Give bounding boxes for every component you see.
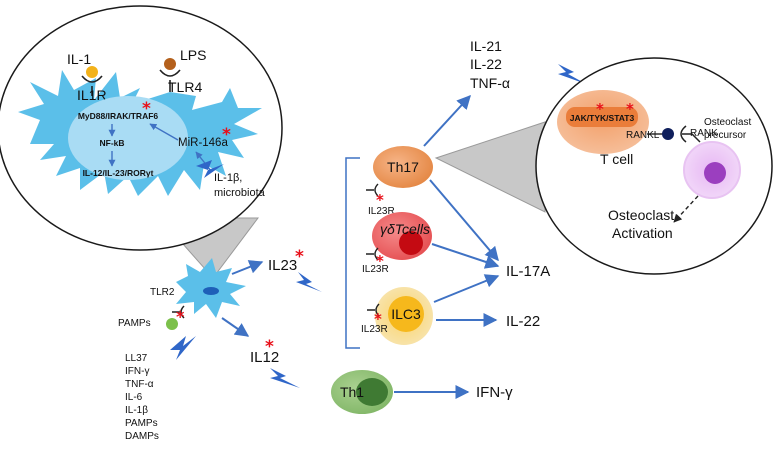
arrow-th17-cytokines: [423, 94, 471, 147]
right-inset-cone: [434, 121, 546, 213]
gd-label: γδTcells: [380, 221, 430, 237]
rank-receptor-icon: [680, 125, 701, 143]
ilc3-label: ILC3: [391, 306, 421, 322]
il23r-label: IL23R: [368, 206, 395, 217]
jak-stat-band: [566, 107, 638, 127]
th17-label: Th17: [387, 159, 419, 175]
red-asterisk-icon: *: [376, 252, 384, 270]
red-asterisk-icon: *: [374, 310, 382, 328]
th17-output-item: IL-22: [470, 56, 502, 72]
ilc3-nucleus: [388, 296, 424, 332]
gamma-delta-t-cell: γδTcells IL23R *: [362, 212, 432, 275]
tlr2-receptor-icon: [172, 305, 185, 319]
precursor-label: Osteoclast: [704, 117, 751, 128]
arrow-precursor-activation: [673, 195, 699, 223]
right-inset: JAK/TYK/STAT3 * * RANKL RANK T cell Oste…: [434, 57, 773, 275]
th17-cell: Th17 IL23R *: [366, 146, 433, 217]
arrow-gd-il17a: [431, 243, 500, 269]
mir146a-label: MiR-146a: [178, 137, 228, 149]
activation-label: Activation: [612, 225, 673, 241]
lightning-bolt-icon: [558, 64, 586, 84]
precursor-label: precursor: [704, 130, 747, 141]
stimulus-item: PAMPs: [125, 418, 158, 429]
red-asterisk-icon: *: [376, 191, 384, 209]
il1r-receptor-icon: [81, 75, 103, 96]
inset-nucleus: [68, 96, 188, 180]
ilc3-cell: ILC3 IL23R *: [361, 287, 433, 345]
nfkb-label: NF-kB: [99, 138, 124, 148]
th17-output-item: TNF-α: [470, 75, 510, 91]
rankl-label: RANKL: [626, 130, 660, 141]
tcell-label: T cell: [600, 151, 633, 167]
arrow-ilc3-il17a: [433, 274, 500, 303]
arrow-dc-il23: [231, 260, 264, 275]
osteoclast-precursor-nucleus: [704, 162, 726, 184]
il1-ligand-icon: [86, 66, 98, 78]
stimulus-item: TNF-α: [125, 379, 154, 390]
th17-body: [373, 146, 433, 188]
th1-cell: Th1: [331, 370, 393, 414]
th17-output-item: IL-21: [470, 38, 502, 54]
il23r-receptor-icon: [366, 183, 379, 197]
stimulus-item: LL37: [125, 353, 148, 364]
stimuli-list: LL37 IFN-γ TNF-α IL-6 IL-1β PAMPs DAMPs: [125, 353, 159, 442]
lightning-bolt-icon: [196, 160, 224, 178]
dendritic-cell-nucleus: [203, 287, 219, 295]
microbiota-label: microbiota: [214, 187, 266, 199]
lps-ligand-icon: [164, 58, 176, 70]
red-asterisk-icon: *: [222, 125, 231, 145]
arrow-il1b-mir146a: [195, 151, 213, 173]
il1r-label: IL1R: [77, 87, 107, 103]
arrow-th17-il17a: [429, 179, 499, 262]
il17a-label: IL-17A: [506, 263, 550, 280]
il23r-receptor-icon: [367, 303, 380, 317]
il23-label: IL23: [268, 257, 297, 274]
il1b-label: IL-1β,: [214, 172, 242, 184]
cell-group-bracket: [345, 157, 360, 349]
pamps-ligand-icon: [166, 318, 178, 330]
jak-label: JAK/TYK/STAT3: [570, 113, 635, 123]
myd88-label: MyD88/IRAK/TRAF6: [78, 111, 159, 121]
il23r-receptor-icon: [366, 247, 379, 261]
tlr4-label: TLR4: [168, 79, 202, 95]
lightning-bolt-icon: [296, 272, 322, 292]
lightning-bolt-icon: [270, 368, 300, 388]
output-arrows: IL-21 IL-22 TNF-α IL-17A IL-22 IFN-γ: [394, 38, 586, 401]
il23r-label: IL23R: [362, 264, 389, 275]
arrow-dc-il12: [221, 317, 250, 337]
ifng-label: IFN-γ: [476, 384, 513, 401]
red-asterisk-icon: *: [176, 307, 185, 326]
rank-label: RANK: [690, 128, 718, 139]
left-inset: IL-1 IL1R LPS TLR4 MyD88/IRAK/TRAF6 NF-k…: [0, 5, 283, 279]
il23r-label: IL23R: [361, 324, 388, 335]
cytokine-branches: IL23 * IL12 *: [221, 247, 322, 388]
tlr4-receptor-icon: [159, 69, 181, 92]
lightning-bolt-icon: [170, 336, 196, 360]
th1-label: Th1: [340, 384, 364, 400]
gd-nucleus: [399, 231, 423, 255]
lps-label: LPS: [180, 47, 206, 63]
red-asterisk-icon: *: [265, 337, 274, 357]
il12-label: IL12: [250, 349, 279, 366]
stimulus-item: IL-1β: [125, 405, 148, 416]
red-asterisk-icon: *: [596, 100, 604, 118]
il22-label: IL-22: [506, 313, 540, 330]
red-asterisk-icon: *: [142, 99, 151, 119]
arrow-mir146a-myd88: [149, 123, 179, 141]
stimulus-item: IL-6: [125, 392, 143, 403]
red-asterisk-icon: *: [626, 100, 634, 118]
il1-label: IL-1: [67, 51, 91, 67]
pamps-label: PAMPs: [118, 318, 151, 329]
rankl-ligand-icon: [662, 128, 674, 140]
activation-label: Osteoclast: [608, 207, 674, 223]
il12-il23-label: IL-12/IL-23/RORγt: [83, 168, 154, 178]
th1-nucleus: [356, 378, 388, 406]
red-asterisk-icon: *: [295, 247, 304, 267]
dendritic-cell: TLR2 PAMPs *: [118, 258, 246, 360]
stimulus-item: DAMPs: [125, 431, 159, 442]
tlr2-label: TLR2: [150, 287, 175, 298]
stimulus-item: IFN-γ: [125, 366, 149, 377]
